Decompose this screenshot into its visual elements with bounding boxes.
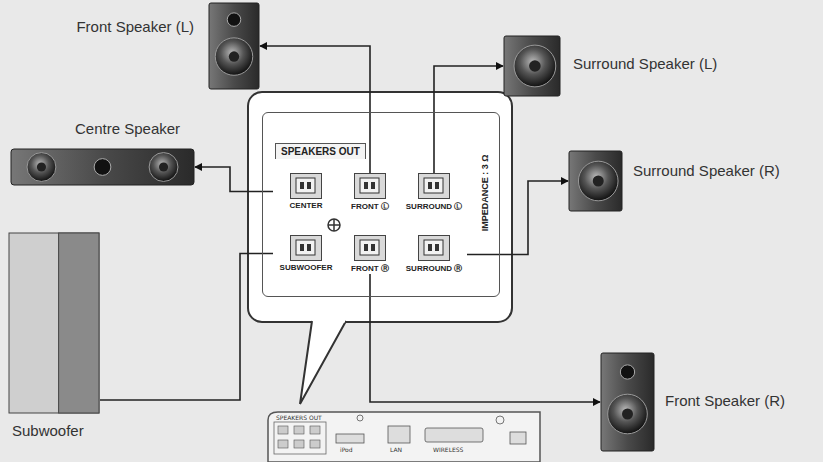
speaker-terminal: SURROUND Ⓡ (401, 235, 467, 274)
terminal-socket (290, 235, 322, 261)
socket-icon (355, 174, 384, 197)
speaker-drawing (10, 148, 195, 186)
speaker-terminal: FRONT Ⓡ (337, 235, 403, 274)
terminal-label: CENTER (273, 201, 339, 210)
speaker: Front Speaker (L) (208, 2, 260, 90)
terminal-socket (354, 235, 386, 261)
unit-rear-panel (268, 412, 540, 462)
socket-icon (419, 236, 448, 259)
socket-icon (291, 174, 320, 197)
speaker-wire (260, 46, 370, 173)
terminal-label: SURROUND Ⓡ (401, 263, 467, 274)
speaker: Surround Speaker (R) (568, 150, 623, 212)
panel-port-label: LAN (390, 446, 402, 453)
impedance-note: IMPEDANCE : 3 Ω (480, 155, 490, 232)
speaker-drawing (600, 352, 655, 452)
socket-icon (419, 174, 448, 197)
polarity-symbol (328, 219, 340, 231)
speaker-drawing (503, 35, 561, 97)
speaker-wire (370, 274, 600, 402)
panel-port-label: iPod (340, 446, 353, 453)
panel-port-label: SPEAKERS OUT (276, 414, 322, 421)
speaker: Subwoofer (8, 232, 100, 414)
speaker-terminal: FRONT Ⓛ (337, 173, 403, 212)
terminal-socket (354, 173, 386, 199)
speaker: Front Speaker (R) (600, 352, 655, 452)
panel-heading: SPEAKERS OUT (275, 143, 366, 159)
socket-icon (291, 236, 320, 259)
speaker-terminal: SUBWOOFER (273, 235, 339, 272)
speaker-terminal: CENTER (273, 173, 339, 210)
terminal-label: SUBWOOFER (273, 263, 339, 272)
speaker-label: Subwoofer (12, 422, 84, 439)
speaker-wire (434, 66, 503, 173)
speaker: Surround Speaker (L) (503, 35, 561, 97)
speaker-drawing (568, 150, 623, 212)
speaker-terminal-panel: SPEAKERS OUT IMPEDANCE : 3 Ω CENTERFRONT Ⓛ… (262, 112, 500, 297)
socket-icon (355, 236, 384, 259)
callout-pointer (300, 321, 346, 404)
speaker-label: Centre Speaker (75, 120, 180, 137)
speaker-terminal: SURROUND Ⓛ (401, 173, 467, 212)
speaker-wire (100, 254, 273, 401)
speaker-label: Surround Speaker (R) (633, 162, 780, 179)
terminal-label: SURROUND Ⓛ (401, 201, 467, 212)
terminal-label: FRONT Ⓡ (337, 263, 403, 274)
callout-bubble (248, 92, 512, 322)
terminal-socket (418, 235, 450, 261)
speaker-label: Front Speaker (R) (665, 392, 785, 409)
panel-port-label: WIRELESS (433, 446, 463, 453)
terminal-socket (290, 173, 322, 199)
speaker-label: Front Speaker (L) (76, 18, 194, 35)
speaker-label: Surround Speaker (L) (573, 55, 717, 72)
speaker-drawing (208, 2, 260, 90)
terminal-socket (418, 173, 450, 199)
terminal-label: FRONT Ⓛ (337, 201, 403, 212)
speaker-drawing (8, 232, 100, 414)
callout-join (313, 320, 345, 323)
speaker: Centre Speaker (10, 148, 195, 186)
